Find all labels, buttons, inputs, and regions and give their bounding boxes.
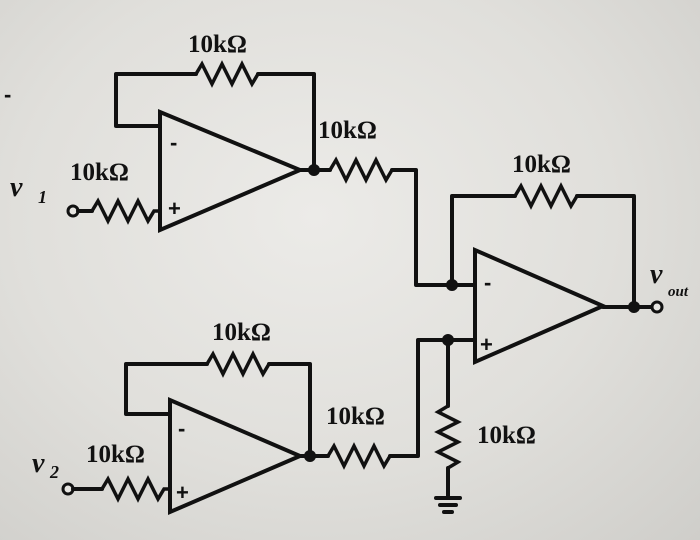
wire-top-feedback-right (256, 72, 316, 172)
label-v1: v (10, 172, 23, 203)
opamp-bottom-minus-label: - (178, 416, 185, 441)
label-v2-subscript: 2 (49, 462, 59, 482)
opamp-top (158, 109, 306, 234)
opamp-bottom (168, 396, 306, 516)
wire-bottom-link (388, 338, 450, 458)
resistor-v1-input (90, 197, 160, 225)
wire-top-link (390, 168, 477, 287)
resistor-out-feedback (513, 182, 579, 210)
wire-bottom-feedback-right (267, 362, 312, 458)
label-bottom-link-resistor: 10kΩ (326, 403, 385, 430)
opamp-top-minus-label: - (170, 130, 177, 155)
node-bottom-out (304, 450, 316, 462)
label-bottom-feedback-resistor: 10kΩ (212, 319, 271, 346)
ground-symbol (434, 496, 462, 514)
label-vout-subscript: out (668, 284, 689, 300)
resistor-v2-input (100, 475, 170, 503)
opamp-output-plus-label: + (480, 332, 493, 357)
wire-top-feedback-left (114, 72, 198, 128)
label-top-link-resistor: 10kΩ (318, 117, 377, 144)
opamp-top-plus-label: + (168, 196, 181, 221)
label-top-feedback-resistor: 10kΩ (188, 31, 247, 58)
wire-out-feedback-left (450, 194, 517, 287)
resistor-bottom-feedback (205, 350, 271, 378)
node-top-out (308, 164, 320, 176)
terminal-vout (650, 300, 664, 314)
opamp-output-minus-label: - (484, 270, 491, 295)
wire-bottom-feedback-left (124, 362, 209, 416)
opamp-output (473, 246, 608, 366)
opamp-bottom-plus-label: + (176, 480, 189, 505)
resistor-bottom-link (326, 442, 392, 470)
node-out (628, 301, 640, 313)
wire-out-feedback-right (575, 194, 636, 309)
label-v2: v (32, 448, 45, 479)
resistor-top-feedback (194, 60, 260, 88)
label-out-feedback-resistor: 10kΩ (512, 151, 571, 178)
label-vout: v (650, 259, 663, 290)
resistor-ground (434, 404, 462, 470)
label-v1-input-resistor: 10kΩ (70, 159, 129, 186)
label-ground-resistor: 10kΩ (477, 422, 536, 449)
resistor-top-link (328, 156, 394, 184)
label-v2-input-resistor: 10kΩ (86, 441, 145, 468)
label-v1-subscript: 1 (38, 187, 47, 207)
stray-mark: - (4, 82, 11, 107)
